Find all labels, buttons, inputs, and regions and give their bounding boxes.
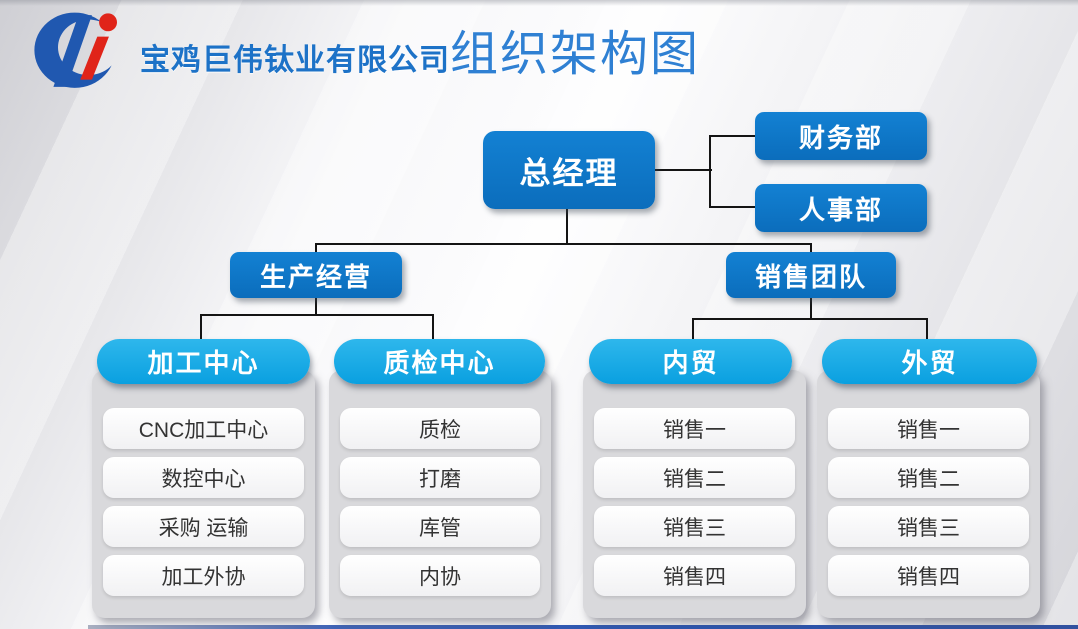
list-item: 销售四 [828, 555, 1029, 596]
list-item: 数控中心 [103, 457, 304, 498]
group-card-foreign-trade: 销售一 销售二 销售三 销售四 [817, 370, 1040, 618]
list-item: 加工外协 [103, 555, 304, 596]
org-node-finance-dept: 财务部 [755, 112, 927, 160]
group-header-foreign-trade: 外贸 [822, 339, 1037, 384]
list-item: 销售二 [594, 457, 795, 498]
page-title: 组织架构图 [450, 28, 701, 81]
org-node-general-manager: 总经理 [483, 131, 655, 209]
connector [810, 297, 812, 320]
group-card-domestic-trade: 销售一 销售二 销售三 销售四 [583, 370, 806, 618]
connector [711, 135, 755, 137]
org-node-production: 生产经营 [230, 252, 402, 298]
connector [566, 209, 568, 244]
connector [315, 243, 812, 245]
group-header-processing-center: 加工中心 [97, 339, 310, 384]
connector [810, 243, 812, 253]
header-titles: 宝鸡巨伟钛业有限公司 组织架构图 [140, 14, 700, 84]
connector [200, 314, 434, 316]
company-logo-icon [34, 12, 117, 88]
list-item: 质检 [340, 408, 540, 449]
org-node-sales-team: 销售团队 [726, 252, 896, 298]
list-item: 销售三 [594, 506, 795, 547]
connector [200, 314, 202, 342]
connector [655, 169, 712, 171]
connector [315, 297, 317, 316]
list-item: 内协 [340, 555, 540, 596]
slide-header: 宝鸡巨伟钛业有限公司 组织架构图 [24, 8, 700, 94]
list-item: 销售三 [828, 506, 1029, 547]
connector [692, 318, 928, 320]
list-item: CNC加工中心 [103, 408, 304, 449]
list-item: 销售一 [594, 408, 795, 449]
org-node-hr-dept: 人事部 [755, 184, 927, 232]
group-header-quality-center: 质检中心 [334, 339, 545, 384]
connector [709, 135, 711, 208]
group-header-domestic-trade: 内贸 [589, 339, 792, 384]
connector [432, 314, 434, 342]
list-item: 销售二 [828, 457, 1029, 498]
list-item: 销售四 [594, 555, 795, 596]
list-item: 销售一 [828, 408, 1029, 449]
company-name: 宝鸡巨伟钛业有限公司 [140, 44, 450, 77]
list-item: 库管 [340, 506, 540, 547]
group-card-processing-center: CNC加工中心 数控中心 采购 运输 加工外协 [92, 370, 315, 618]
list-item: 打磨 [340, 457, 540, 498]
connector [692, 318, 694, 342]
connector [711, 206, 755, 208]
connector [315, 243, 317, 253]
connector [926, 318, 928, 342]
top-edge-shading [0, 0, 1078, 6]
group-card-quality-center: 质检 打磨 库管 内协 [329, 370, 551, 618]
bottom-accent-bar [88, 625, 1078, 629]
list-item: 采购 运输 [103, 506, 304, 547]
